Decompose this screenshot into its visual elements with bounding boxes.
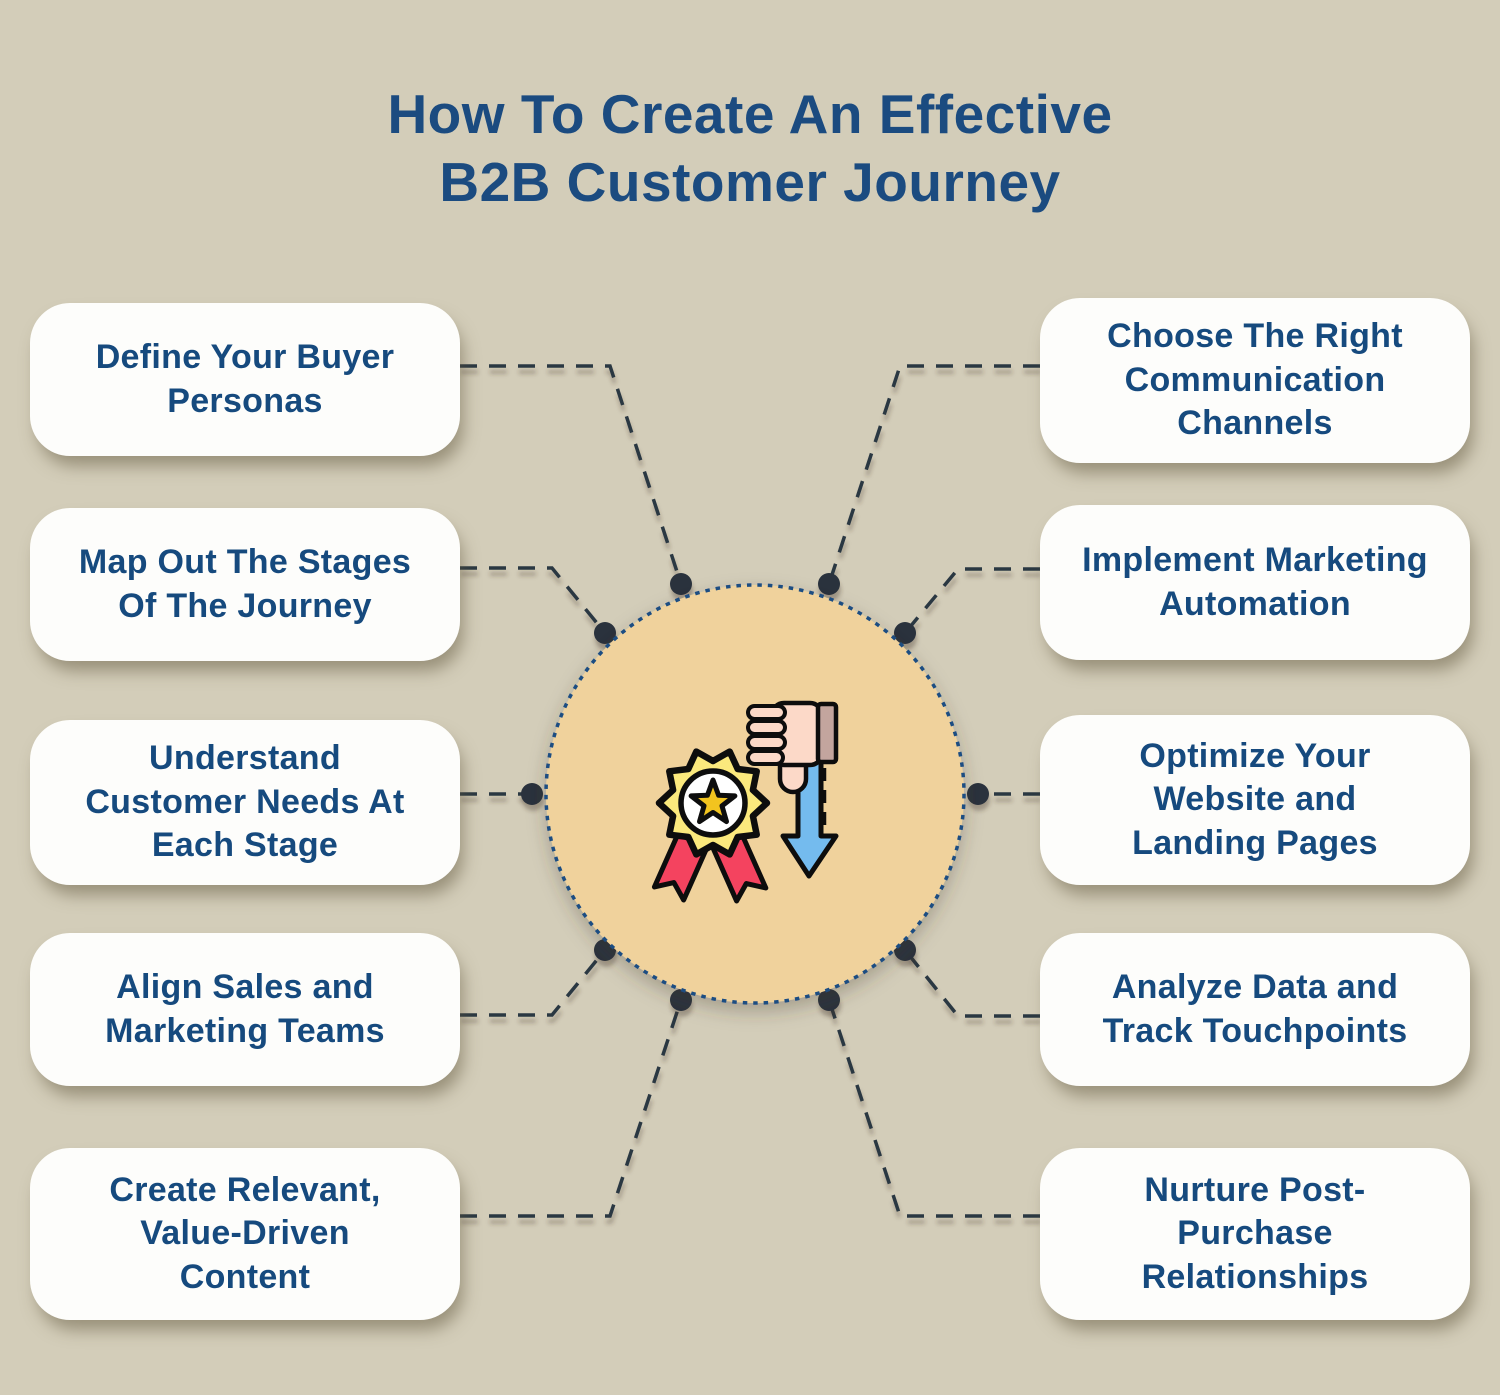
step-label: Optimize Your Website and Landing Pages	[1132, 736, 1378, 862]
step-label: Define Your Buyer Personas	[95, 337, 395, 420]
step-label: Map Out The Stages Of The Journey	[78, 542, 412, 625]
finger	[746, 704, 787, 721]
step-label: Create Relevant, Value-Driven Content	[109, 1170, 381, 1296]
step-label: Analyze Data and Track Touchpoints	[1102, 967, 1408, 1050]
step-label: Choose The Right Communication Channels	[1107, 317, 1403, 443]
step-label: Align Sales and Marketing Teams	[105, 967, 385, 1050]
finger	[746, 749, 785, 766]
connector-dot	[521, 783, 543, 805]
sleeve-cuff	[815, 701, 839, 765]
step-label: Nurture Post- Purchase Relationships	[1141, 1170, 1369, 1296]
finger	[746, 719, 787, 736]
finger	[746, 734, 787, 751]
connector-dot	[818, 989, 840, 1011]
connector-right-5	[827, 999, 1040, 1218]
step-box-left-1: Define Your Buyer Personas	[30, 303, 460, 456]
connector-dot	[894, 622, 916, 644]
connector-dot	[670, 573, 692, 595]
step-box-left-2: Map Out The Stages Of The Journey	[30, 508, 460, 661]
connector-lines	[460, 364, 1040, 1218]
step-box-right-2: Implement Marketing Automation	[1040, 505, 1470, 660]
connector-left-1	[460, 364, 683, 585]
award-badge-icon	[651, 748, 771, 904]
step-box-right-4: Analyze Data and Track Touchpoints	[1040, 933, 1470, 1086]
thumbs-down-icon	[746, 700, 839, 795]
step-box-left-3: Understand Customer Needs At Each Stage	[30, 720, 460, 885]
connector-right-2	[903, 567, 1040, 635]
connector-dot	[594, 622, 616, 644]
connector-left-5	[460, 999, 683, 1218]
step-box-left-4: Align Sales and Marketing Teams	[30, 933, 460, 1086]
center-icon	[651, 700, 839, 904]
connector-right-4	[903, 948, 1040, 1018]
step-box-right-1: Choose The Right Communication Channels	[1040, 298, 1470, 463]
connector-dot	[967, 783, 989, 805]
connector-right-1	[827, 364, 1040, 585]
badge-star	[688, 777, 738, 825]
step-box-right-3: Optimize Your Website and Landing Pages	[1040, 715, 1470, 885]
step-box-right-5: Nurture Post- Purchase Relationships	[1040, 1148, 1470, 1320]
step-box-left-5: Create Relevant, Value-Driven Content	[30, 1148, 460, 1320]
step-label: Implement Marketing Automation	[1082, 540, 1428, 623]
page-title: How To Create An Effective B2B Customer …	[387, 83, 1113, 214]
connector-dot	[670, 989, 692, 1011]
down-arrow-icon	[780, 753, 839, 879]
step-label: Understand Customer Needs At Each Stage	[85, 739, 405, 865]
connector-left-2	[460, 566, 607, 635]
connector-left-4	[460, 948, 607, 1017]
connector-dots	[521, 573, 989, 1011]
connector-dot	[818, 573, 840, 595]
